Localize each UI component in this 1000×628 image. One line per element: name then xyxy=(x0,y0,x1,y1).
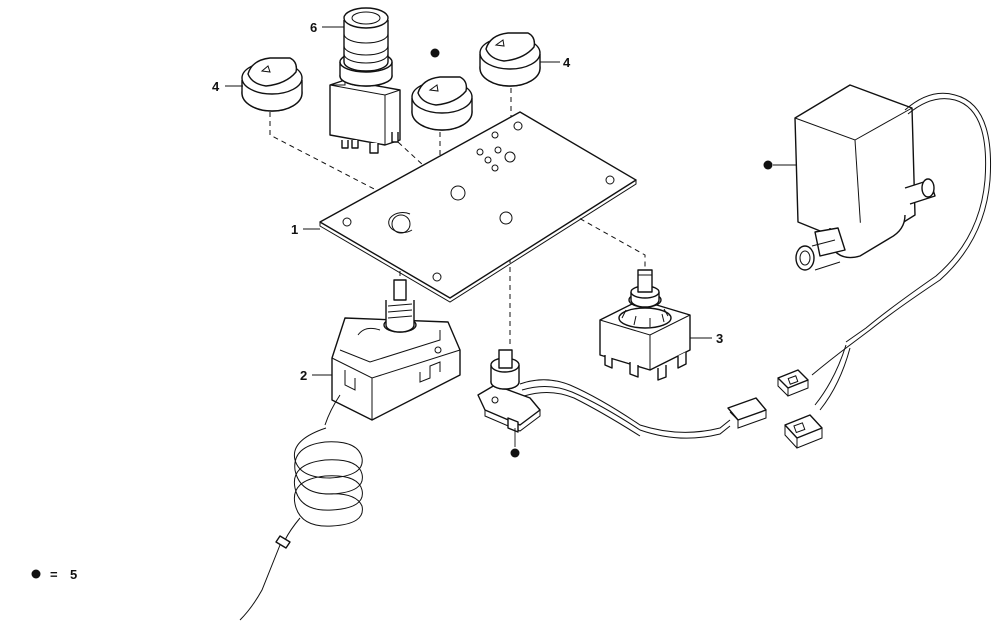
legend-equals: = xyxy=(50,567,58,582)
callout-knob-left: 4 xyxy=(212,79,220,94)
reference-dot xyxy=(763,160,773,170)
leader-lines xyxy=(225,26,796,447)
thermostat xyxy=(239,279,461,621)
callout-push-button: 6 xyxy=(310,20,317,35)
actuator-motor xyxy=(777,84,992,449)
legend: = 5 xyxy=(31,567,77,582)
mounting-plate xyxy=(319,111,637,303)
push-button-switch xyxy=(329,7,401,154)
legend-dot xyxy=(31,569,41,579)
legend-value: 5 xyxy=(70,567,77,582)
callout-labels: 1 2 3 4 4 6 xyxy=(212,20,723,383)
callout-rotary-switch: 3 xyxy=(716,331,723,346)
knob-right xyxy=(479,32,541,87)
reference-dots xyxy=(430,48,773,458)
rotary-switch xyxy=(599,269,691,381)
callout-thermostat: 2 xyxy=(300,368,307,383)
reference-dot xyxy=(510,448,520,458)
knob-left xyxy=(241,57,303,112)
knob-middle xyxy=(411,76,473,131)
reference-dot xyxy=(430,48,440,58)
callout-plate: 1 xyxy=(291,222,298,237)
callout-knob-right: 4 xyxy=(563,55,571,70)
potentiometer xyxy=(477,349,767,439)
